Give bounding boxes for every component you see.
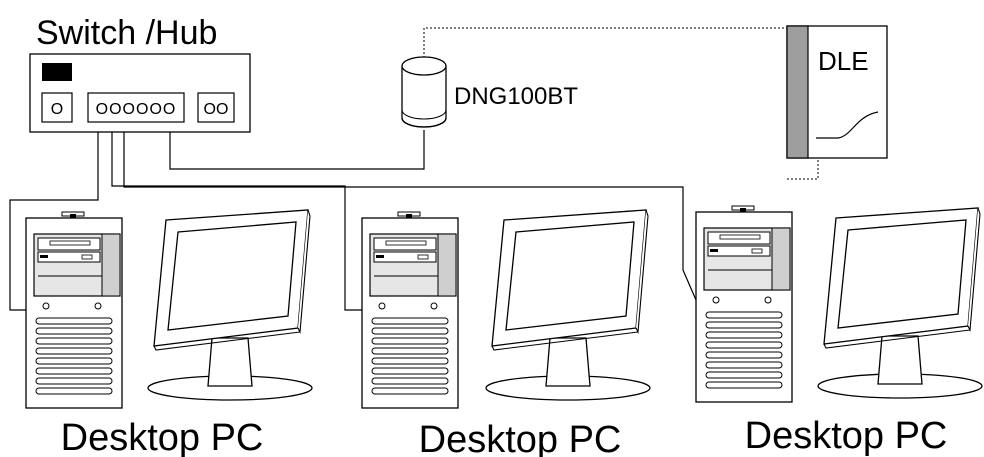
- dle-label: DLE: [818, 46, 869, 76]
- tower-1: [25, 211, 123, 409]
- monitor-3: [817, 207, 983, 399]
- dle-device: DLE: [786, 25, 888, 159]
- link-modem: [169, 130, 425, 170]
- pc-label-2: Desktop PC: [419, 419, 622, 457]
- pc-label-3: Desktop PC: [745, 415, 948, 457]
- pc-label-1: Desktop PC: [61, 417, 264, 457]
- dle-side-panel: [786, 25, 809, 159]
- switch-port-left: [41, 92, 73, 123]
- monitor-2: [485, 209, 651, 401]
- switch-port-right-label: OO: [204, 101, 229, 118]
- pc-group-2: Desktop PC: [361, 209, 651, 457]
- tower-3: [695, 205, 793, 403]
- link-pc3: [104, 132, 126, 192]
- switch-port-left-label: O: [51, 101, 63, 118]
- tower-2: [361, 211, 459, 409]
- pc-group-3: Desktop PC: [695, 205, 983, 457]
- switch-port-middle: [87, 92, 185, 123]
- modem-dng100bt: DNG100BT: [401, 56, 578, 128]
- switch-hub: Switch /Hub O OOOOOO OO: [29, 14, 251, 133]
- switch-port-middle-label: OOOOOO: [96, 101, 177, 118]
- monitor-1: [147, 209, 313, 401]
- modem-label: DNG100BT: [454, 83, 578, 110]
- link-pc3-main: [123, 132, 697, 301]
- link-pc2: [111, 132, 362, 311]
- link-pc1: [9, 132, 99, 311]
- pc-group-1: Desktop PC: [25, 209, 313, 457]
- switch-port-right: [197, 92, 235, 123]
- dle-curve: [816, 111, 879, 139]
- switch-title: Switch /Hub: [36, 14, 217, 52]
- connection-lines: [9, 130, 697, 311]
- switch-display: [42, 63, 72, 81]
